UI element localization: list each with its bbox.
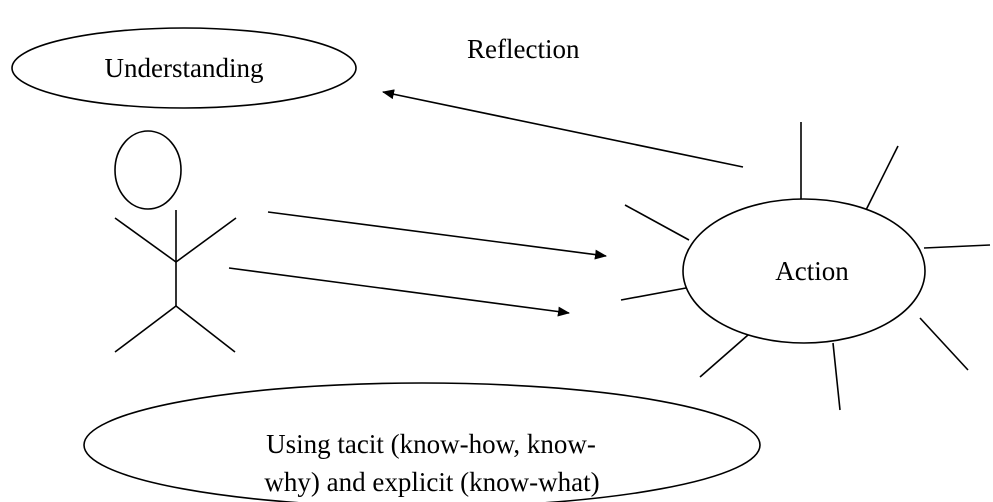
action-ellipse bbox=[682, 198, 926, 344]
stick-figure-right-arm bbox=[175, 217, 237, 263]
understanding-label: Understanding bbox=[105, 53, 264, 83]
action-label: Action bbox=[775, 256, 849, 286]
understanding-ellipse bbox=[11, 27, 357, 109]
stick-figure-right-leg bbox=[175, 305, 236, 353]
reflection-label: Reflection bbox=[467, 34, 580, 64]
action-node: Action bbox=[682, 198, 926, 344]
action-arrow-lower bbox=[228, 267, 570, 317]
action-ray bbox=[919, 317, 969, 371]
knowledge-node: Using tacit (know-how, know- why) and ex… bbox=[83, 382, 761, 502]
knowledge-label-line1: Using tacit (know-how, know- bbox=[266, 429, 596, 459]
knowledge-ellipse bbox=[83, 382, 761, 502]
stick-figure-head bbox=[114, 130, 182, 210]
action-ray bbox=[624, 204, 690, 241]
stick-figure bbox=[114, 130, 237, 353]
action-arrow-upper bbox=[267, 211, 607, 260]
action-rays bbox=[620, 122, 991, 411]
action-ray bbox=[699, 334, 749, 378]
understanding-node: Understanding bbox=[11, 27, 357, 109]
stick-figure-left-arm bbox=[114, 217, 177, 263]
reflection-arrow bbox=[382, 89, 744, 168]
knowledge-label-line2: why) and explicit (know-what) bbox=[264, 467, 599, 497]
action-ray bbox=[832, 342, 841, 411]
action-ray bbox=[620, 287, 687, 301]
stick-figure-left-leg bbox=[114, 305, 177, 353]
action-ray bbox=[865, 145, 899, 211]
action-ray bbox=[923, 244, 991, 249]
